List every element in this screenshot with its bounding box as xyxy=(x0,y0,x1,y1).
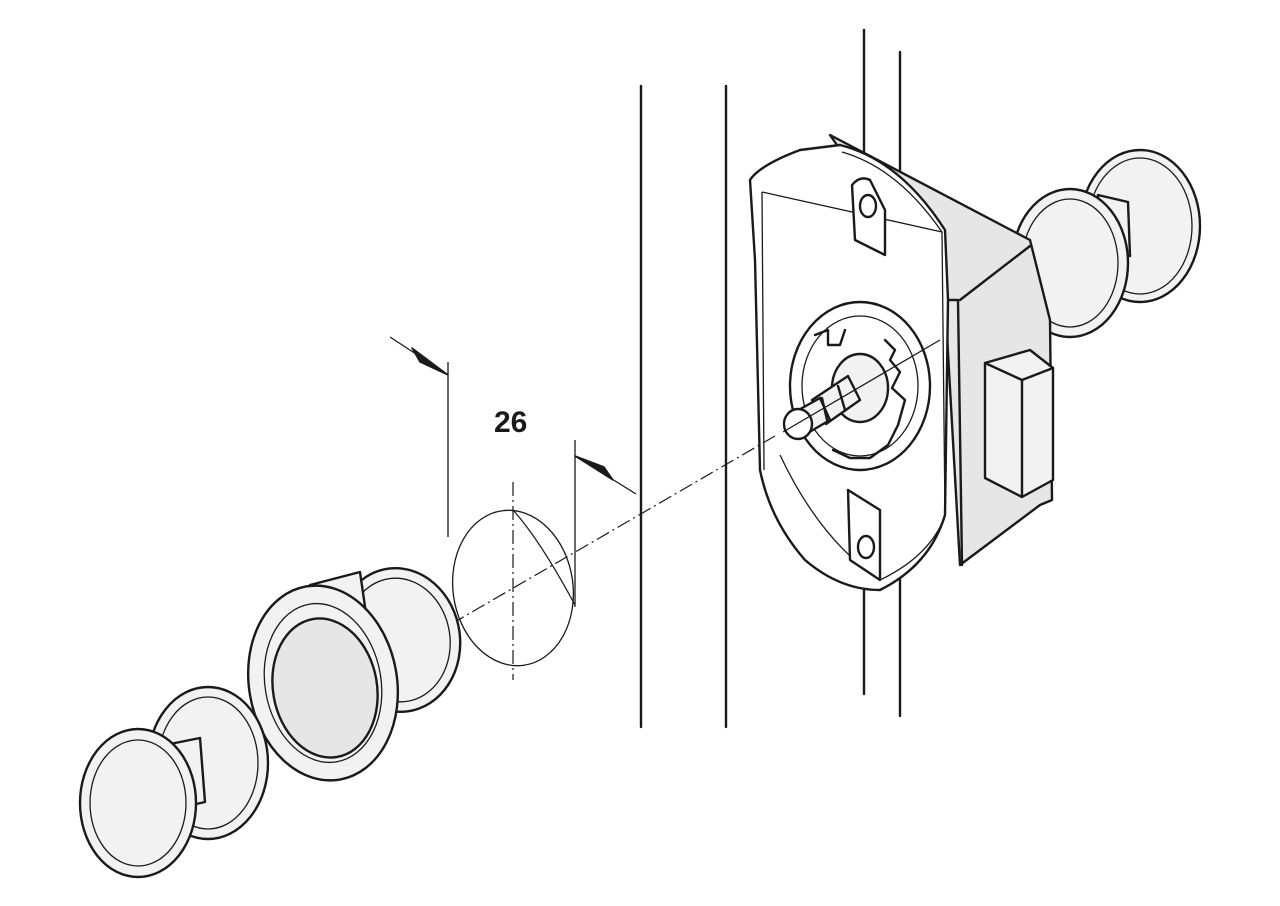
door-panel xyxy=(639,84,728,729)
push-button-rosette xyxy=(246,566,462,782)
center-axis xyxy=(254,339,941,739)
dimension-26: 26 xyxy=(389,336,637,607)
dimension-label: 26 xyxy=(494,406,527,439)
lock-body xyxy=(748,133,1055,592)
front-knob xyxy=(78,685,270,879)
drill-hole xyxy=(451,509,576,667)
